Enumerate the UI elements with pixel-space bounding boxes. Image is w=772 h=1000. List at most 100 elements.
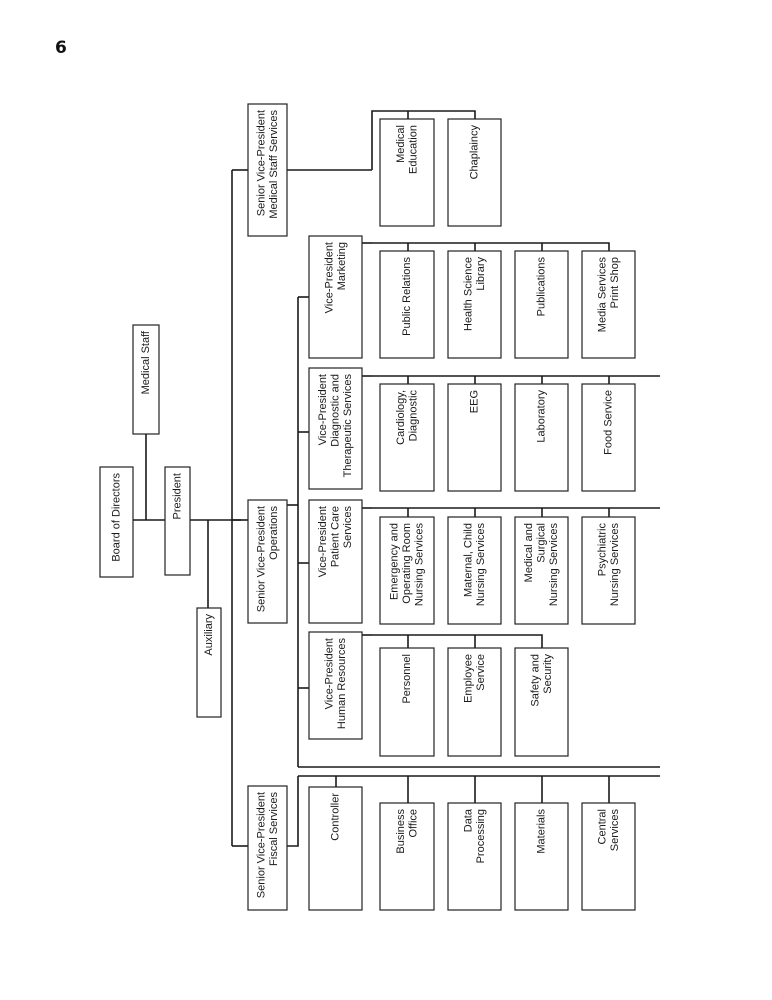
box-vp_mk-label: Vice-PresidentMarketing: [323, 242, 348, 313]
box-meded-frame: [379, 118, 435, 227]
box-central: CentralServices: [581, 802, 636, 911]
box-personnel-label: Personnel: [401, 654, 413, 704]
box-eeg-label-line: EEG: [469, 390, 481, 413]
box-media-label-line: Print Shop: [609, 257, 621, 308]
box-safety-label-line: Security: [542, 654, 554, 694]
box-svp_ops-label: Senior Vice-PresidentOperations: [255, 506, 280, 613]
box-meded-label: MedicalEducation: [395, 125, 420, 174]
box-medsurg-frame: [514, 516, 569, 625]
box-cardio: Cardiology,Diagnostic: [379, 383, 435, 492]
box-controller-frame: [308, 786, 363, 911]
box-controller-label-line: Controller: [330, 793, 342, 841]
box-pr-label-line: Public Relations: [401, 257, 413, 336]
box-hsl: Health ScienceLibrary: [447, 250, 502, 359]
box-controller-label: Controller: [330, 793, 342, 841]
box-board-label: Board of Directors: [111, 473, 123, 562]
connector-lines: [133, 110, 660, 847]
page-number: 6: [55, 38, 67, 58]
box-eeg: EEG: [447, 383, 502, 492]
box-safety-label: Safety andSecurity: [529, 654, 554, 707]
box-media-label: Media ServicesPrint Shop: [596, 257, 621, 333]
box-dataproc-label: DataProcessing: [462, 808, 487, 863]
box-vp_mk-label-line: Marketing: [336, 242, 348, 290]
box-safety: Safety andSecurity: [514, 647, 569, 757]
box-central-frame: [581, 802, 636, 911]
box-safety-frame: [514, 647, 569, 757]
box-psych-label-line: Nursing Services: [609, 523, 621, 607]
box-svp_ops: Senior Vice-PresidentOperations: [247, 499, 288, 624]
box-central-label-line: Services: [609, 809, 621, 852]
box-svp_med-label-line: Medical Staff Services: [268, 110, 280, 219]
box-employee-label-line: Service: [475, 654, 487, 691]
box-business-label-line: Office: [407, 809, 419, 838]
box-psych-label: PsychiatricNursing Services: [596, 523, 621, 607]
box-meded-label-line: Education: [407, 125, 419, 174]
box-vp_dt-label-line: Diagnostic and: [330, 374, 342, 447]
box-dataproc-frame: [447, 802, 502, 911]
box-pub-label: Publications: [536, 257, 548, 317]
box-media-frame: [581, 250, 636, 359]
box-hsl-label-line: Library: [475, 257, 487, 291]
box-er-frame: [379, 516, 435, 625]
box-personnel: Personnel: [379, 647, 435, 757]
box-employee-label: EmployeeService: [462, 654, 487, 703]
box-vp_hr-label-line: Human Resources: [336, 638, 348, 730]
box-meded-label-line: Medical: [395, 125, 407, 163]
box-chap-label-line: Chaplaincy: [469, 125, 481, 180]
box-board-frame: [99, 466, 134, 578]
box-materials-frame: [514, 802, 569, 911]
box-business-label: BusinessOffice: [395, 809, 420, 854]
box-employee: EmployeeService: [447, 647, 502, 757]
box-pub-frame: [514, 250, 569, 359]
box-business: BusinessOffice: [379, 802, 435, 911]
box-maternal-label-line: Maternal, Child: [462, 523, 474, 597]
box-central-label: CentralServices: [596, 809, 621, 852]
box-medsurg-label: Medical andSurgicalNursing Services: [523, 523, 560, 607]
box-materials: Materials: [514, 802, 569, 911]
box-media-label-line: Media Services: [596, 257, 608, 333]
box-hsl-frame: [447, 250, 502, 359]
box-cardio-label-line: Diagnostic: [407, 390, 419, 442]
box-svp_med: Senior Vice-PresidentMedical Staff Servi…: [247, 103, 288, 237]
box-vp_dt-label-line: Therapeutic Services: [342, 374, 354, 478]
box-vp_hr-label: Vice-PresidentHuman Resources: [323, 638, 348, 730]
box-food-label: Food Service: [603, 390, 615, 455]
box-svp_fis-label: Senior Vice-PresidentFiscal Services: [255, 792, 280, 899]
box-maternal-frame: [447, 516, 502, 625]
box-chap: Chaplaincy: [447, 118, 502, 227]
box-president: President: [164, 466, 191, 576]
box-svp_ops-label-line: Operations: [268, 506, 280, 560]
box-president-label: President: [172, 473, 184, 519]
box-er: Emergency andOperating RoomNursing Servi…: [379, 516, 435, 625]
box-pr-frame: [379, 250, 435, 359]
box-vp_dt-label: Vice-PresidentDiagnostic andTherapeutic …: [317, 374, 354, 478]
box-er-label: Emergency andOperating RoomNursing Servi…: [389, 523, 426, 607]
box-pub-label-line: Publications: [536, 257, 548, 317]
box-hsl-label: Health ScienceLibrary: [462, 257, 487, 331]
box-personnel-label-line: Personnel: [401, 654, 413, 704]
box-chap-label: Chaplaincy: [469, 125, 481, 180]
box-auxiliary: Auxiliary: [196, 607, 222, 718]
box-vp_hr-frame: [308, 631, 363, 740]
box-svp_fis-label-line: Senior Vice-President: [255, 792, 267, 898]
box-pr-label: Public Relations: [401, 257, 413, 336]
box-personnel-frame: [379, 647, 435, 757]
box-maternal: Maternal, ChildNursing Services: [447, 516, 502, 625]
box-er-label-line: Operating Room: [401, 523, 413, 604]
box-business-label-line: Business: [395, 809, 407, 854]
box-eeg-label: EEG: [469, 390, 481, 413]
box-lab-label: Laboratory: [536, 390, 548, 443]
box-dataproc-label-line: Processing: [475, 809, 487, 863]
box-controller: Controller: [308, 786, 363, 911]
box-vp_mk-frame: [308, 235, 363, 359]
box-vp_hr-label-line: Vice-President: [323, 638, 335, 709]
box-materials-label: Materials: [536, 809, 548, 854]
box-vp_pc-label-line: Patient Care: [330, 506, 342, 567]
box-svp_fis: Senior Vice-PresidentFiscal Services: [247, 785, 288, 911]
box-materials-label-line: Materials: [536, 809, 548, 854]
box-auxiliary-label: Auxiliary: [203, 614, 215, 656]
box-board-label-line: Board of Directors: [111, 473, 123, 562]
box-vp_dt-label-line: Vice-President: [317, 374, 329, 445]
box-central-label-line: Central: [596, 809, 608, 844]
